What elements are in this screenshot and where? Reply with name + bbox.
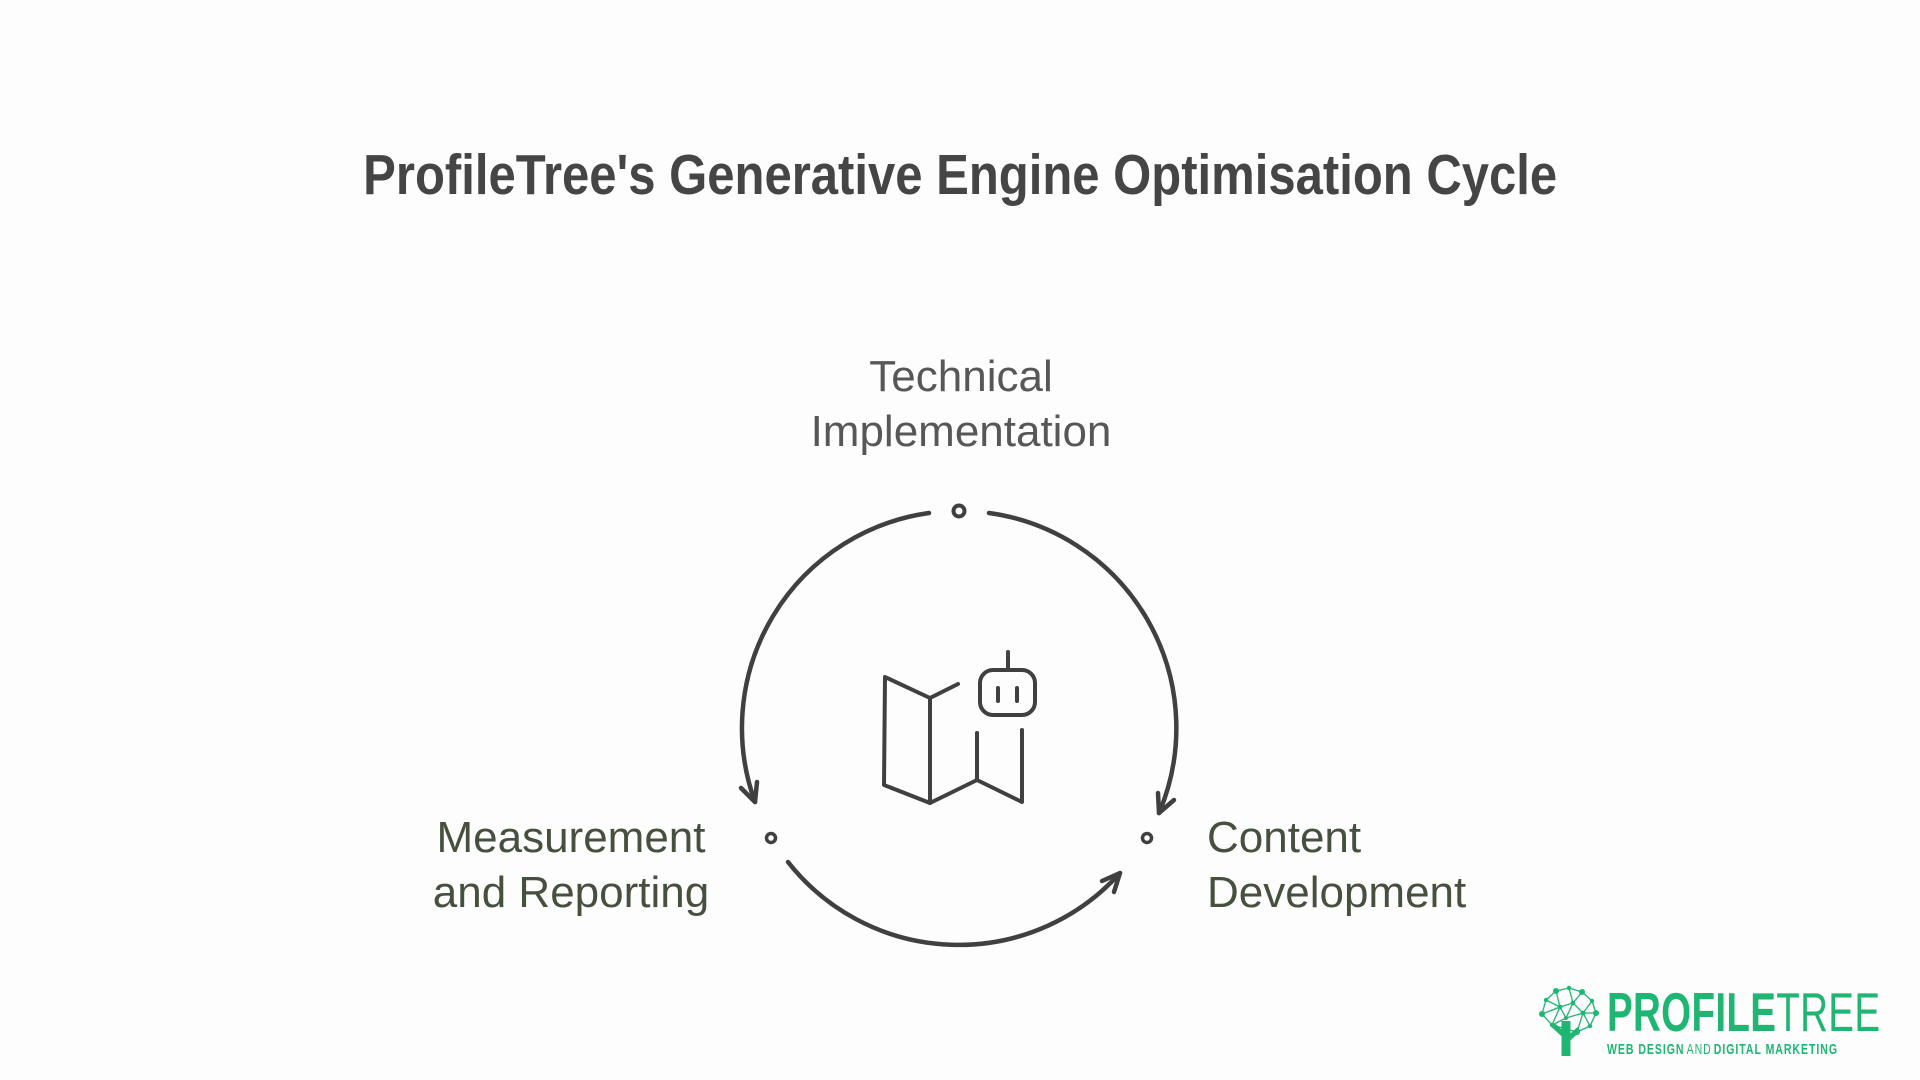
cycle-arcs	[738, 510, 1179, 948]
network-tree-nodes	[1539, 985, 1599, 1035]
tagline-digital-marketing: DIGITAL MARKETING	[1713, 1041, 1838, 1058]
label-line: Technical	[869, 352, 1053, 401]
node-label-technical-implementation: Technical Implementation	[711, 349, 1211, 459]
folded-map-icon	[882, 675, 1024, 805]
arc-top-to-left	[739, 510, 932, 805]
page-title: ProfileTree's Generative Engine Optimisa…	[0, 138, 1920, 227]
page-title-text: ProfileTree's Generative Engine Optimisa…	[362, 143, 1557, 207]
arrowhead-left	[738, 779, 760, 805]
node-label-content-development: Content Development	[1207, 810, 1466, 920]
arc-bottom-left-to-right	[785, 859, 1123, 948]
tagline-web-design: WEB DESIGN	[1607, 1041, 1685, 1058]
arc-top-to-right	[986, 510, 1179, 816]
node-label-measurement-and-reporting: Measurement and Reporting	[321, 810, 821, 920]
label-line: Measurement	[436, 813, 706, 862]
brand-name-bold: PROFILE	[1607, 981, 1777, 1043]
node-dot-top	[951, 503, 967, 519]
node-dot-left	[764, 831, 778, 845]
arrowhead-right	[1155, 790, 1177, 816]
label-line: Implementation	[810, 407, 1112, 456]
label-line: Content	[1207, 813, 1362, 862]
brand-name-light: TREE	[1776, 981, 1881, 1043]
robot-icon	[978, 650, 1037, 717]
label-line: and Reporting	[432, 868, 710, 917]
network-tree-icon	[1539, 985, 1599, 1056]
tagline-and: AND	[1686, 1041, 1712, 1058]
brand-name: PROFILETREE	[1607, 985, 1880, 1040]
label-line: Development	[1207, 868, 1467, 917]
node-dot-right	[1140, 831, 1154, 845]
arrowhead-bottom	[1099, 870, 1123, 895]
